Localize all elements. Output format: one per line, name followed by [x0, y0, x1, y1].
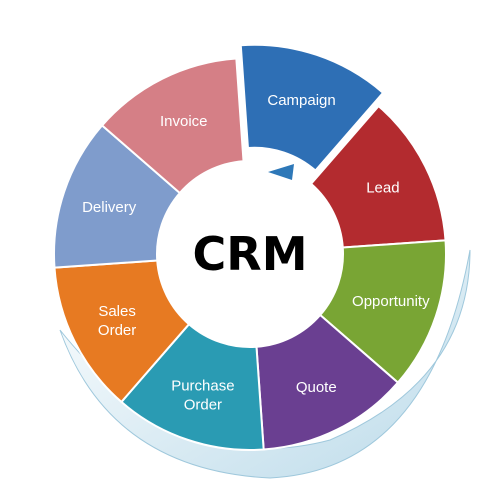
label-line: Purchase — [171, 377, 234, 394]
label-line: Lead — [366, 180, 399, 197]
label-line: Opportunity — [352, 293, 430, 310]
cycle-arrow-icon — [268, 164, 294, 180]
label-line: Sales — [98, 303, 136, 320]
label-quote: Quote — [296, 379, 337, 396]
label-line: Quote — [296, 379, 337, 396]
label-line: Order — [98, 322, 136, 339]
segment-campaign — [239, 43, 385, 172]
label-line: Campaign — [267, 92, 335, 109]
center-hub — [159, 163, 341, 345]
label-invoice: Invoice — [160, 113, 208, 130]
segment-invoice — [100, 57, 245, 195]
label-campaign: Campaign — [267, 92, 335, 109]
label-line: Order — [184, 396, 222, 413]
center-title: CRM — [193, 227, 308, 281]
label-line: Delivery — [82, 199, 137, 216]
label-line: Invoice — [160, 113, 208, 130]
label-delivery: Delivery — [82, 199, 137, 216]
label-opportunity: Opportunity — [352, 293, 430, 310]
label-lead: Lead — [366, 180, 399, 197]
